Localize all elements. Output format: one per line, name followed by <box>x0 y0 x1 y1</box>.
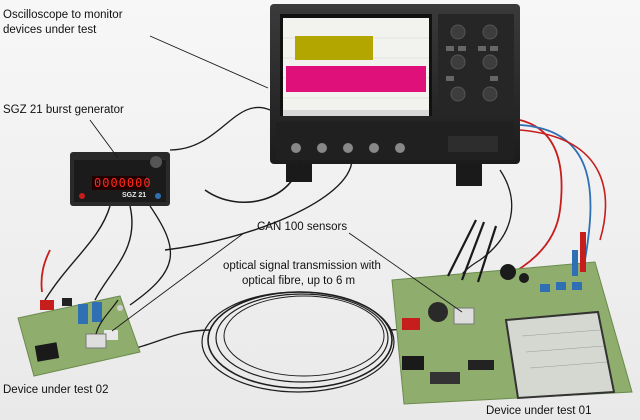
sgz21-burst-generator <box>70 152 170 206</box>
yellow-trace <box>295 36 373 60</box>
callout-lines <box>89 35 463 332</box>
oscilloscope-label-line2: devices under test <box>3 24 97 36</box>
dut02-label: Device under test 02 <box>3 384 109 396</box>
dut01-label: Device under test 01 <box>486 405 592 417</box>
device-under-test-02 <box>17 295 141 377</box>
can-sensors-label: CAN 100 sensors <box>257 221 348 233</box>
optical-transmission-label-line1: optical signal transmission with <box>223 260 381 272</box>
oscilloscope <box>270 4 520 186</box>
optical-transmission-label-line2: optical fibre, up to 6 m <box>242 275 356 287</box>
generator-display: 0000000 <box>94 176 152 190</box>
scope-screen <box>283 18 429 110</box>
burst-generator-label: SGZ 21 burst generator <box>3 104 124 116</box>
generator-panel-name: SGZ 21 <box>122 192 147 199</box>
can100-sensors <box>85 299 475 349</box>
generator-cables <box>40 205 172 306</box>
magenta-trace <box>286 66 426 92</box>
oscilloscope-label-line1: Oscilloscope to monitor <box>3 9 123 21</box>
device-under-test-01 <box>391 232 633 405</box>
scope-probes <box>447 219 498 283</box>
